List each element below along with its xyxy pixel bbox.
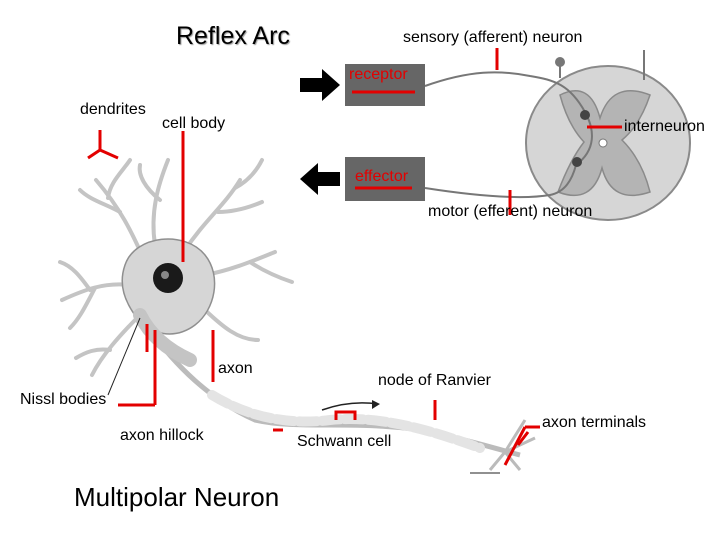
axon (147, 328, 536, 471)
label-schwann-cell: Schwann cell (297, 433, 392, 450)
page-title: Reflex Arc (176, 22, 290, 50)
neuron-pointer-lines (107, 317, 500, 474)
axon-hillock-shape (133, 308, 197, 367)
label-cell-body: cell body (162, 115, 226, 132)
neuron-markers (87, 130, 540, 466)
label-receptor: receptor (349, 66, 408, 83)
motor-neuron-cell (572, 157, 582, 167)
receptor-box (345, 64, 425, 106)
dorsal-root-ganglion (555, 57, 565, 67)
interneuron-cell (580, 110, 590, 120)
nucleolus (161, 271, 169, 279)
spinal-cord-section (525, 65, 691, 221)
label-axon-terminals: axon terminals (542, 414, 647, 431)
label-sensory-neuron: sensory (afferent) neuron (403, 29, 583, 46)
diagram-subtitle: Multipolar Neuron (74, 482, 280, 512)
reflex-markers (352, 48, 622, 215)
label-motor-neuron: motor (efferent) neuron (428, 203, 593, 220)
label-axon-hillock: axon hillock (120, 427, 204, 444)
arrow-left-icon (300, 163, 340, 195)
effector-box (345, 157, 425, 201)
label-dendrites: dendrites (80, 101, 146, 118)
dendrite-tree (58, 158, 294, 377)
arrow-right-icon (300, 69, 340, 101)
label-node-of-ranvier: node of Ranvier (378, 372, 491, 389)
label-interneuron: interneuron (624, 118, 705, 135)
label-nissl-bodies: Nissl bodies (20, 391, 107, 408)
label-effector: effector (355, 168, 409, 185)
nucleus (153, 263, 183, 293)
label-axon: axon (218, 360, 253, 377)
